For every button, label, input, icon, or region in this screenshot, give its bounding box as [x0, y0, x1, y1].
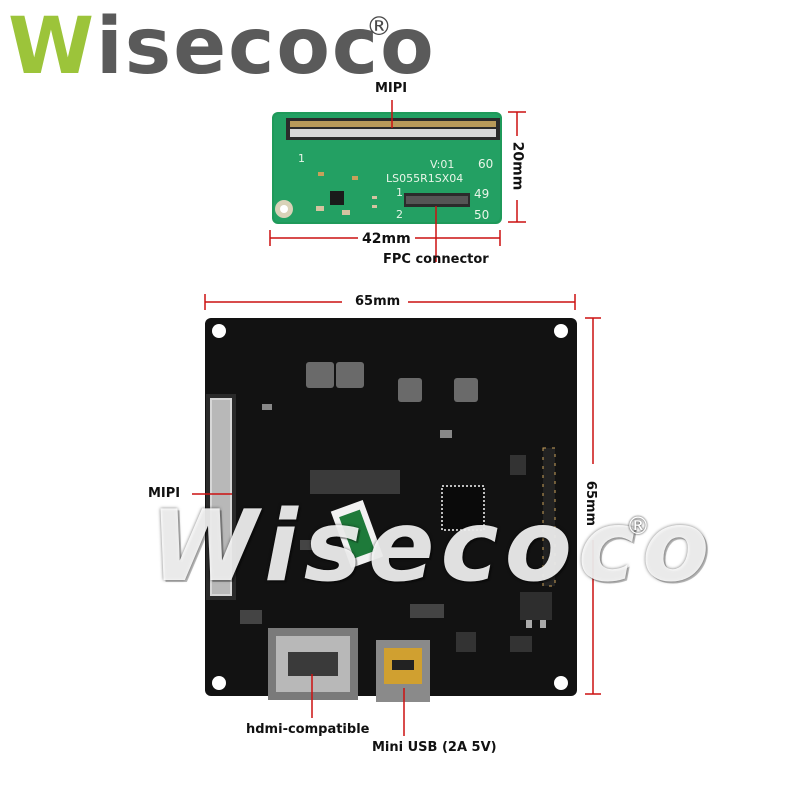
- main-board-mipi-label: MIPI: [148, 486, 181, 501]
- registered-mark: ®: [366, 12, 392, 42]
- silk-part: LS055R1SX04: [386, 172, 463, 185]
- brand-logo: Wisecoco: [8, 8, 436, 86]
- silk-pin-2: 2: [396, 208, 403, 221]
- silk-version: V:01: [430, 158, 454, 171]
- adapter-board: [272, 112, 502, 224]
- hdmi-label: hdmi-compatible: [246, 722, 370, 737]
- logo-letter-w: W: [8, 2, 97, 92]
- silk-pin-50: 50: [474, 208, 489, 222]
- logo-text: isecoco: [96, 2, 436, 92]
- silk-pin-1: 1: [396, 186, 403, 199]
- small-board-width-label: 42mm: [358, 231, 415, 247]
- watermark-registered-mark: ®: [626, 512, 650, 540]
- small-board-mipi-label: MIPI: [375, 81, 408, 96]
- mini-usb-label: Mini USB (2A 5V): [372, 740, 497, 755]
- silk-pin-60: 60: [478, 157, 493, 171]
- small-board-height-label: 20mm: [509, 139, 526, 193]
- brand-watermark: Wisecoco: [150, 490, 716, 604]
- silk-pin-1-top: 1: [298, 152, 305, 165]
- main-board-width-label: 65mm: [355, 294, 401, 309]
- silk-pin-49: 49: [474, 187, 489, 201]
- driver-board: [205, 318, 577, 702]
- fpc-connector-label: FPC connector: [383, 252, 489, 267]
